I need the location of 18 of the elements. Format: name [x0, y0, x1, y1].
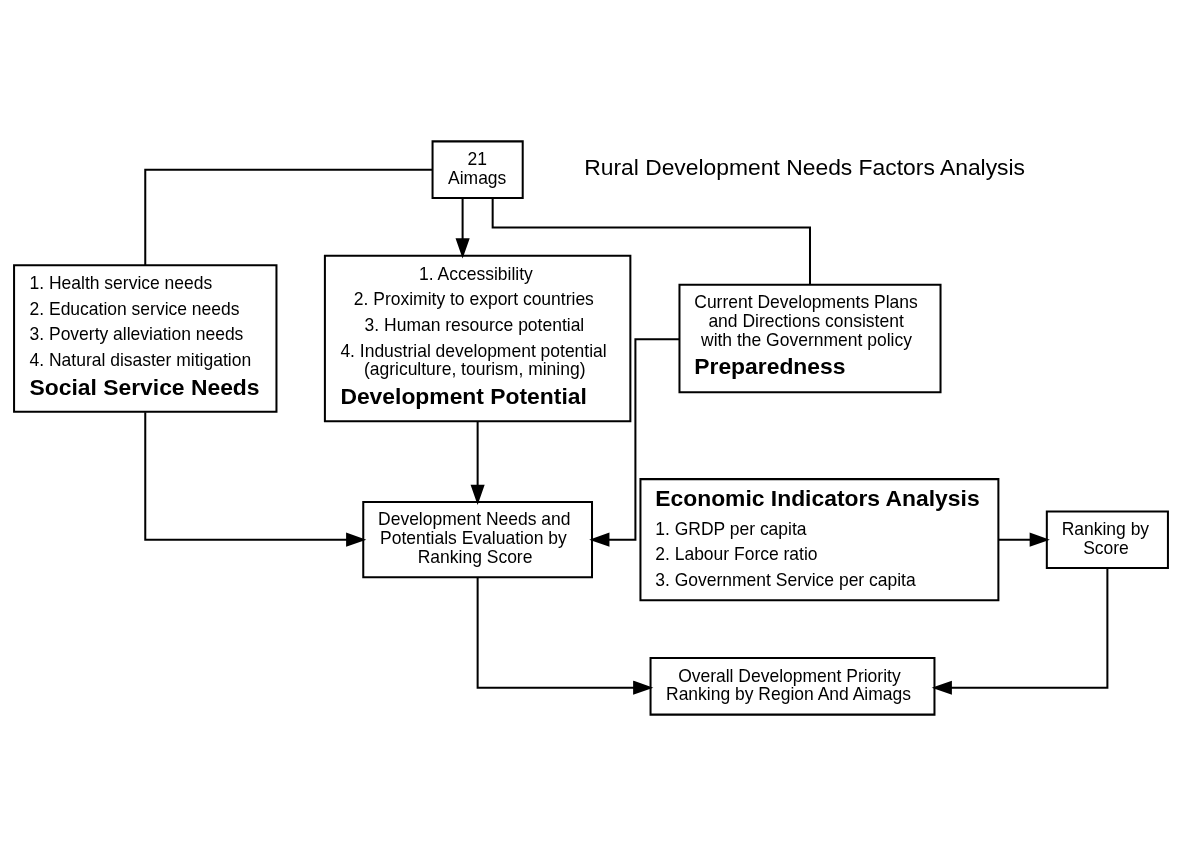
- arrow: [589, 337, 680, 547]
- node-box: Ranking by Score: [1045, 509, 1169, 569]
- connector: [491, 197, 811, 284]
- node-box: Current Developments Plans and Directions consistent with the Government policy Preparedness: [678, 283, 942, 393]
- node-box: Development Needs and Potentials Evaluation by Ranking Score: [362, 500, 593, 578]
- arrow: [998, 532, 1050, 547]
- connector: [144, 168, 433, 265]
- arrow: [144, 411, 367, 547]
- node-box: Economic Indicators Analysis 1. GRDP per capita 2. Labour Force ratio 3. Government Service per capita: [639, 477, 1000, 601]
- arrow: [470, 421, 485, 505]
- arrow: [476, 576, 654, 695]
- node-box: Overall Development Priority Ranking by Region And Aimags: [649, 656, 936, 716]
- node-box: 21 Aimags: [431, 139, 524, 199]
- label: Rural Development Needs Factors Analysis: [584, 153, 1026, 180]
- node-box: 1. Health service needs 2. Education service needs 3. Poverty alleviation needs 4. Natural disaster mitigation Social Service Needs: [13, 263, 278, 413]
- arrow: [931, 567, 1109, 695]
- node-box: 1. Accessibility 2. Proximity to export countries 3. Human resource potential 4. Industrial development potential (agriculture, tourism, mining) Development Potential: [323, 254, 632, 422]
- arrow: [455, 197, 470, 259]
